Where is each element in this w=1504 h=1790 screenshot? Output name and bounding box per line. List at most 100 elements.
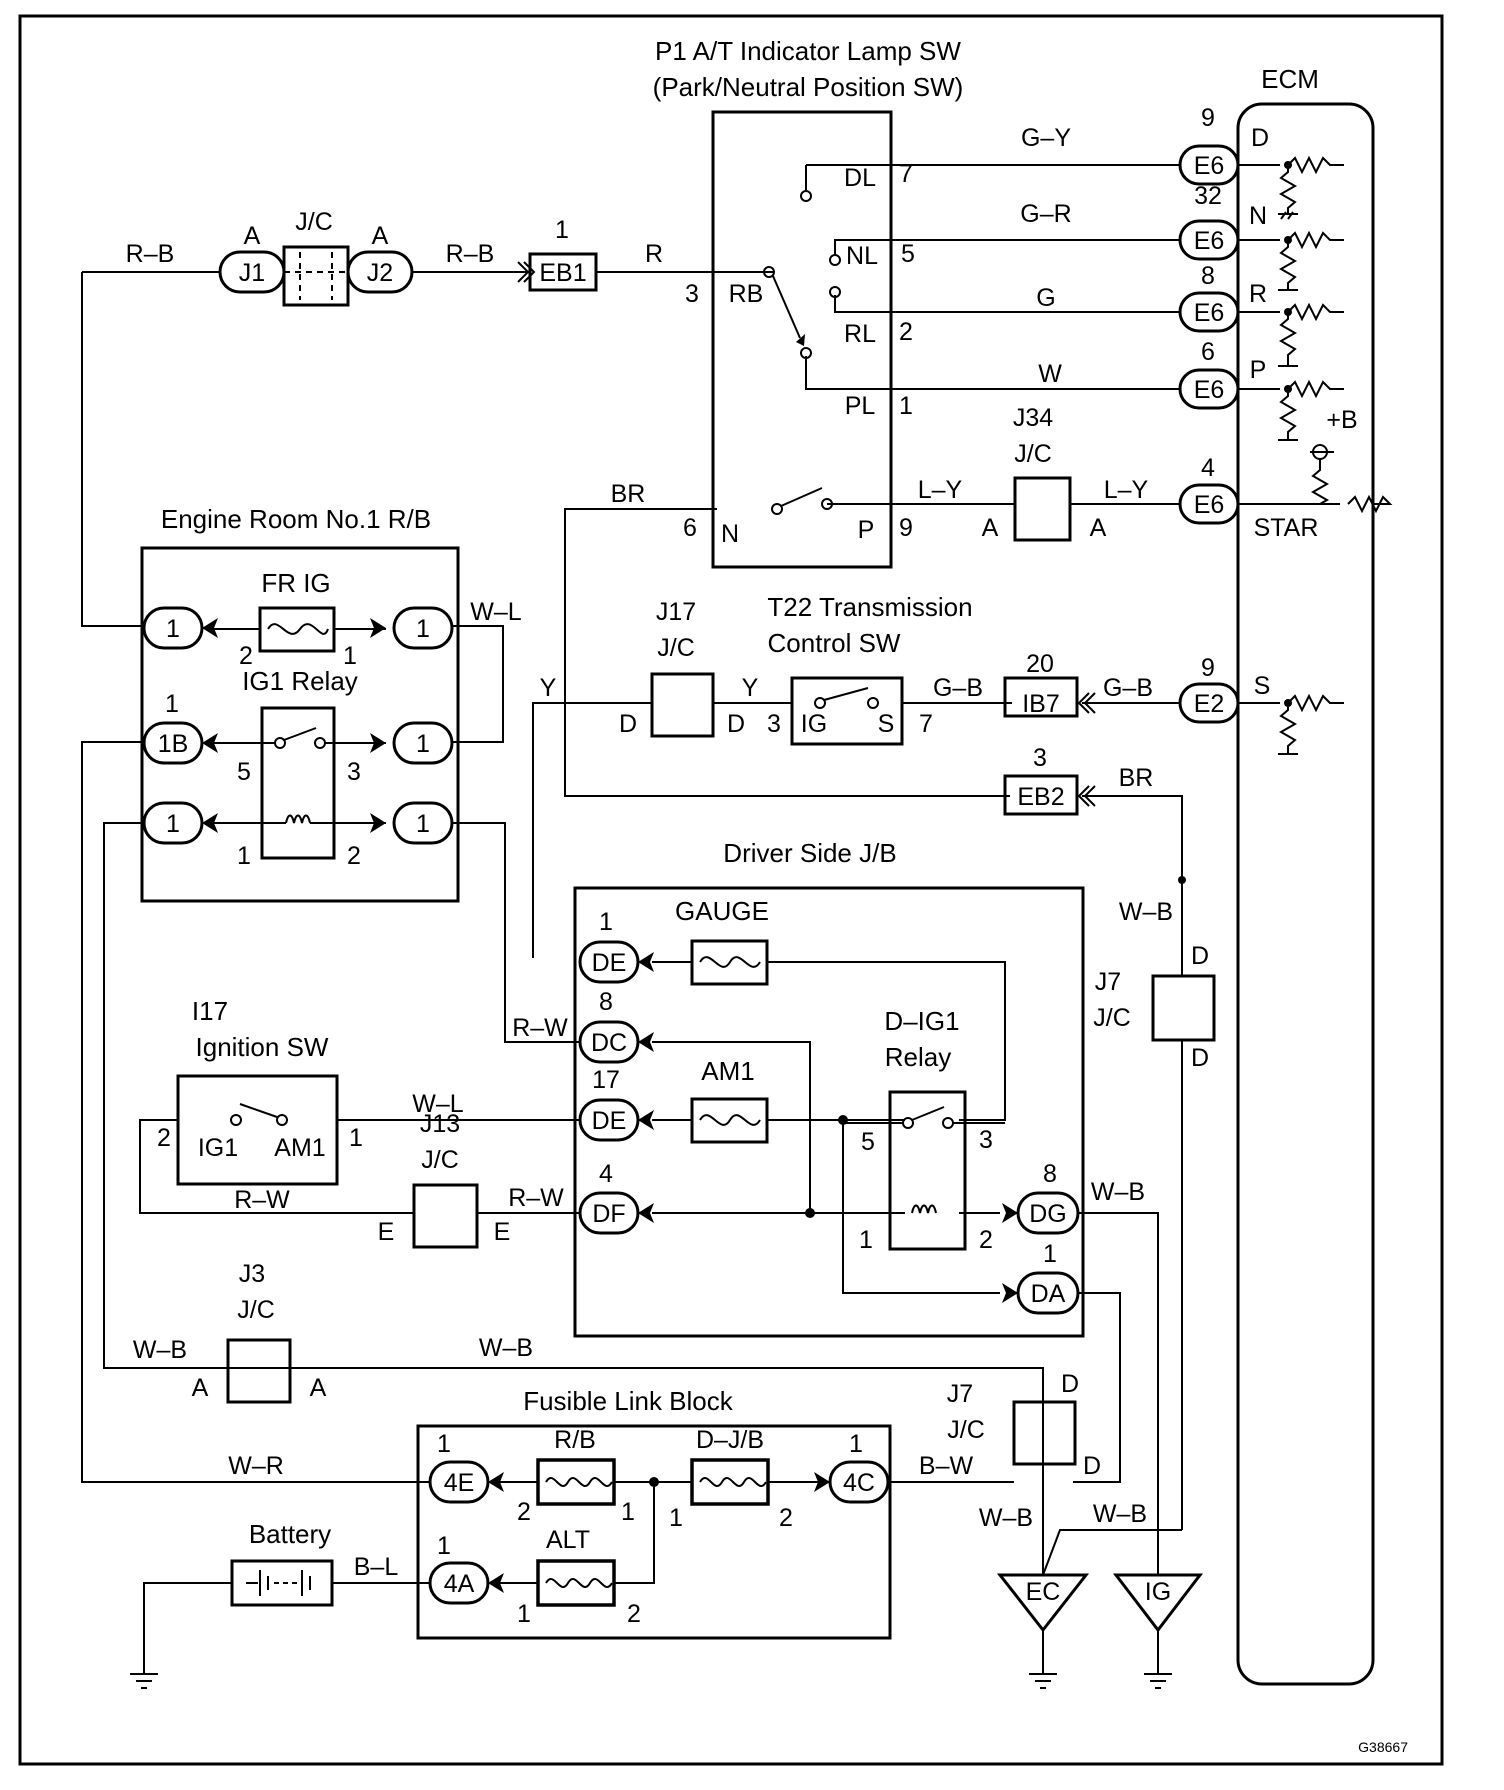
conn-4a: 4A <box>444 1570 475 1598</box>
gauge-fuse <box>690 939 769 986</box>
conn-rb-1a: 1 <box>166 615 180 643</box>
conn-rb-1c: 1 <box>416 730 430 758</box>
wire-wb-j7: W–B <box>1119 898 1173 926</box>
jc-top-label: J/C <box>295 208 333 236</box>
wire-br-top: BR <box>611 480 646 508</box>
ignition-switch-box <box>176 1074 339 1186</box>
wire-wb-j3-left: W–B <box>133 1336 187 1364</box>
rb-fusible-link <box>536 1458 616 1506</box>
driver-jb-box <box>573 886 1085 1338</box>
pin-p1-1: 1 <box>899 392 913 420</box>
j17-label: J17 <box>656 598 696 626</box>
term-ig1: IG1 <box>198 1134 238 1162</box>
j3-label: J3 <box>239 1260 265 1288</box>
pin-4e-1: 1 <box>437 1430 451 1458</box>
pin-dig1-1: 1 <box>859 1226 873 1254</box>
pin-ib7-20: 20 <box>1026 650 1054 678</box>
wire-y-left: Y <box>540 674 557 702</box>
conn-e6-n: E6 <box>1194 227 1225 255</box>
conn-da: DA <box>1031 1280 1066 1308</box>
wires <box>81 164 1340 1674</box>
conn-de-1: DE <box>592 949 627 977</box>
letter-a-j1: A <box>244 222 261 250</box>
letter-a-j34-right: A <box>1090 514 1107 542</box>
term-nl: NL <box>846 242 878 270</box>
wire-wr: W–R <box>228 1452 284 1480</box>
pin-e6-9: 9 <box>1201 104 1215 132</box>
pin-4c-1: 1 <box>849 1430 863 1458</box>
djb-fusible-link <box>690 1458 770 1506</box>
conn-eb1: EB1 <box>539 259 586 287</box>
gauge-label: GAUGE <box>675 896 769 926</box>
pin-ign-2: 2 <box>157 1124 171 1152</box>
ecm-term-p: P <box>1250 356 1267 384</box>
wire-wb-ig: W–B <box>1093 1500 1147 1528</box>
battery-label: Battery <box>249 1519 331 1549</box>
fusible-link-block-box <box>416 1424 892 1640</box>
t22-title-line1: T22 Transmission <box>767 592 972 622</box>
pin-ig1-1: 1 <box>237 842 251 870</box>
j7-lower-label: J7 <box>947 1380 973 1408</box>
wire-bw: B–W <box>919 1452 974 1480</box>
engine-room-rb-box <box>140 546 460 903</box>
dig1-relay-box <box>888 1090 967 1251</box>
ig1-relay-box <box>260 706 336 860</box>
pin-djb-2: 2 <box>779 1504 793 1532</box>
pin-e2-9: 9 <box>1201 654 1215 682</box>
wire-rb-right: R–B <box>446 240 495 268</box>
conn-de-17: DE <box>592 1107 627 1135</box>
pin-frig-2: 2 <box>239 642 253 670</box>
letter-e-j13-left: E <box>378 1218 395 1246</box>
conn-dc: DC <box>591 1029 627 1057</box>
pin-df-4: 4 <box>599 1160 613 1188</box>
letter-a-j3-right: A <box>310 1374 327 1402</box>
ecm-term-r: R <box>1249 280 1267 308</box>
am1-fuse <box>690 1097 769 1144</box>
ecm-term-d: D <box>1251 124 1269 152</box>
ground-ec-triangle <box>996 1573 1090 1633</box>
letter-a-j2: A <box>372 222 389 250</box>
fr-ig-fuse <box>258 606 336 653</box>
pin-e6-32: 32 <box>1194 182 1222 210</box>
wire-r: R <box>645 240 663 268</box>
conn-df: DF <box>592 1200 625 1228</box>
letter-d-j17-left: D <box>619 710 637 738</box>
conn-rb-1e: 1 <box>416 810 430 838</box>
j7-upper-jc-label: J/C <box>1093 1004 1131 1032</box>
rb-fuse-label: R/B <box>554 1426 596 1454</box>
conn-4c: 4C <box>843 1469 875 1497</box>
pin-p1-2: 2 <box>899 318 913 346</box>
ground-symbols <box>130 1673 1172 1689</box>
conn-e6-p: E6 <box>1194 376 1225 404</box>
alt-fuse-label: ALT <box>546 1526 590 1554</box>
wire-rw-dc: R–W <box>512 1014 568 1042</box>
diagram-frame <box>18 14 1444 1766</box>
i17-label: I17 <box>192 996 228 1026</box>
wire-gb-right: G–B <box>1103 674 1153 702</box>
term-dl: DL <box>844 164 876 192</box>
ecm-title: ECM <box>1261 64 1319 94</box>
p1-title-line2: (Park/Neutral Position SW) <box>653 72 964 102</box>
t22-contacts <box>814 687 879 709</box>
letter-d-j7u-top: D <box>1191 942 1209 970</box>
pin-e6-4: 4 <box>1201 454 1215 482</box>
wire-ly-left: L–Y <box>918 476 963 504</box>
terminal-arrows <box>202 618 1018 1593</box>
conn-dg: DG <box>1029 1200 1067 1228</box>
pin-ign-1: 1 <box>349 1124 363 1152</box>
term-ig: IG <box>801 710 827 738</box>
letter-e-j13-right: E <box>494 1218 511 1246</box>
ecm-term-star: STAR <box>1254 514 1319 542</box>
engine-room-rb-title: Engine Room No.1 R/B <box>161 504 431 534</box>
conn-e6-d: E6 <box>1194 152 1225 180</box>
pin-djb-1: 1 <box>669 1504 683 1532</box>
term-rl: RL <box>844 320 876 348</box>
j34-box <box>1013 476 1072 542</box>
pin-p1-6: 6 <box>683 514 697 542</box>
wire-w: W <box>1038 360 1062 388</box>
fusible-title: Fusible Link Block <box>523 1386 734 1416</box>
conn-4e: 4E <box>444 1469 475 1497</box>
j3-jc-label: J/C <box>237 1296 275 1324</box>
wire-bl: B–L <box>354 1553 399 1581</box>
wire-wl-ign: W–L <box>412 1090 464 1118</box>
